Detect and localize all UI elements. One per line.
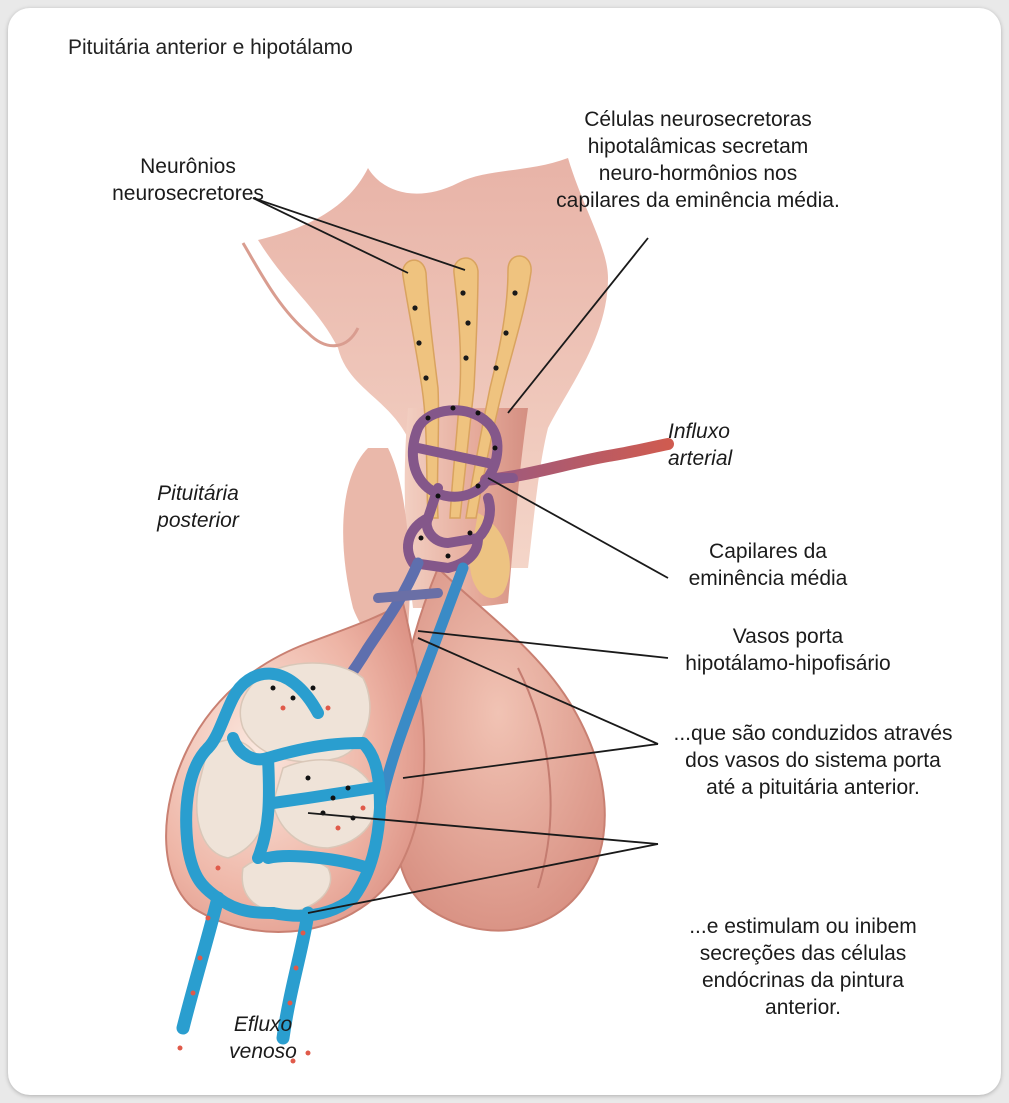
label-conducted: ...que são conduzidos através dos vasos … <box>663 720 963 801</box>
label-stimulate-inhibit: ...e estimulam ou inibem secreções das c… <box>668 913 938 1021</box>
label-median-eminence-capillaries: Capilares da eminência média <box>668 538 868 592</box>
label-hypothalamic-cells: Células neurosecretoras hipotalâmicas se… <box>528 106 868 214</box>
label-neurosecretory-neurons: Neurônios neurosecretores <box>78 153 298 207</box>
figure-card: Pituitária anterior e hipotálamo <box>8 8 1001 1095</box>
label-posterior-pituitary: Pituitária posterior <box>133 480 263 534</box>
label-portal-vessels: Vasos porta hipotálamo-hipofisário <box>663 623 913 677</box>
label-venous-outflow: Efluxo venoso <box>208 1011 318 1065</box>
label-arterial-inflow: Influxo arterial <box>668 418 788 472</box>
